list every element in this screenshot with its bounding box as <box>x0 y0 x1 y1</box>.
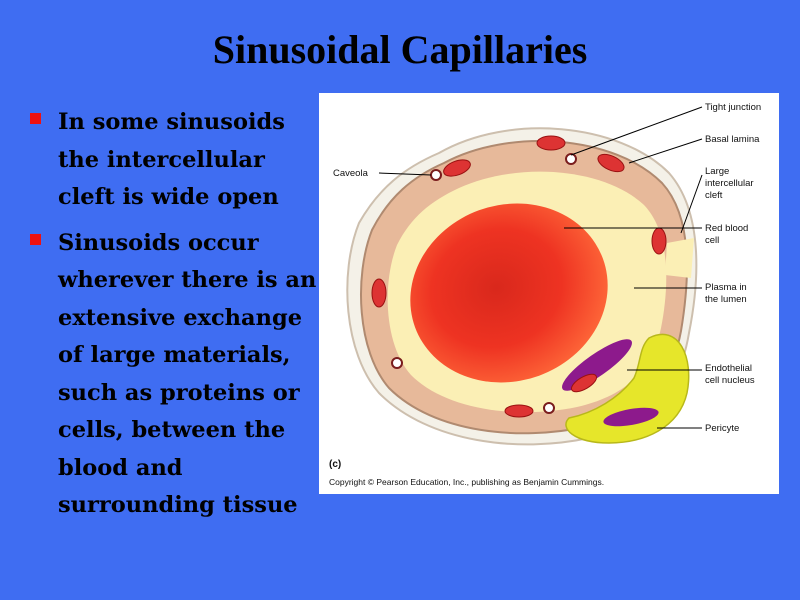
mitochondrion <box>597 153 625 173</box>
pericyte-nucleus <box>603 407 659 427</box>
bullet-text: Sinusoids occur wherever there is an ext… <box>58 229 317 519</box>
label-large-cleft-line1: Large <box>705 166 729 177</box>
label-pericyte: Pericyte <box>705 423 739 434</box>
vesicle <box>391 357 403 369</box>
vesicle <box>565 153 577 165</box>
sinusoid-illustration: Caveola Tight junction Basal lamina Larg… <box>329 102 761 487</box>
bullet-item: In some sinusoids the intercellular clef… <box>28 104 318 217</box>
bullet-square-icon <box>30 113 41 124</box>
bullet-item: Sinusoids occur wherever there is an ext… <box>28 225 318 525</box>
panel-letter: (c) <box>329 459 341 470</box>
bullet-square-icon <box>30 233 41 245</box>
label-rbc-line2: cell <box>705 235 719 246</box>
caveola-vesicle <box>430 169 442 181</box>
label-rbc-line1: Red blood <box>705 223 748 234</box>
label-plasma-line1: Plasma in <box>705 282 747 293</box>
mitochondrion <box>504 404 534 418</box>
label-large-cleft-line2: intercellular <box>705 178 754 189</box>
copyright-notice: Copyright © Pearson Education, Inc., pub… <box>329 477 604 487</box>
vesicle <box>543 402 555 414</box>
endothelial-nucleus <box>562 339 632 391</box>
red-blood-cell <box>410 203 608 383</box>
bullet-list: In some sinusoids the intercellular clef… <box>28 104 318 533</box>
label-tight-junction: Tight junction <box>705 102 761 113</box>
label-caveola: Caveola <box>333 168 369 179</box>
label-plasma-line2: the lumen <box>705 294 747 305</box>
mitochondrion <box>371 278 387 308</box>
mitochondrion <box>651 227 667 255</box>
mitochondrion <box>571 373 597 393</box>
label-large-cleft-line3: cleft <box>705 190 723 201</box>
intercellular-cleft <box>665 238 694 278</box>
mitochondrion <box>443 159 471 177</box>
bullet-text: In some sinusoids the intercellular clef… <box>58 109 285 210</box>
label-nucleus-line2: cell nucleus <box>705 375 755 386</box>
label-nucleus-line1: Endothelial <box>705 363 752 374</box>
sinusoid-diagram: Caveola Tight junction Basal lamina Larg… <box>319 93 779 494</box>
pericyte <box>565 333 690 444</box>
mitochondrion <box>536 135 566 151</box>
label-basal-lamina: Basal lamina <box>705 134 760 145</box>
slide-title: Sinusoidal Capillaries <box>212 27 588 72</box>
